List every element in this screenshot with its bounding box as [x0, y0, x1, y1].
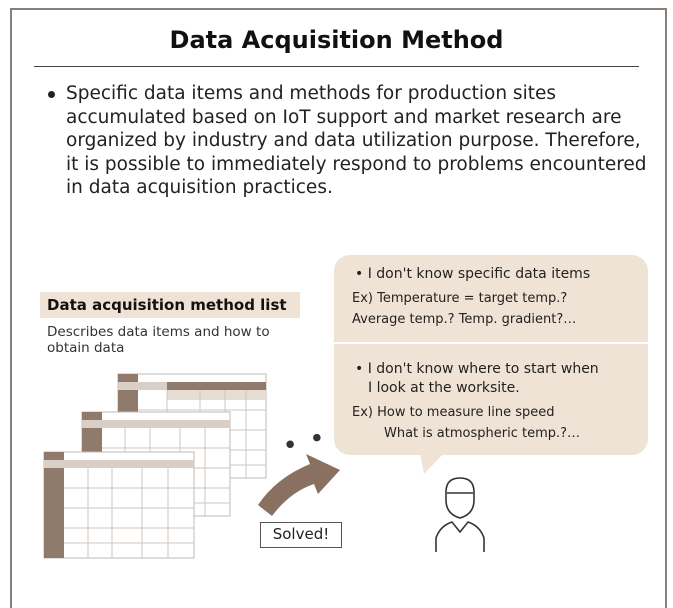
bubble-item-1-example-1: Ex) Temperature = target temp.? — [352, 291, 568, 306]
bubble-item-2-cont: I look at the worksite. — [368, 380, 520, 396]
page-title: Data Acquisition Method — [169, 26, 504, 54]
bubble-item-1-example-2: Average temp.? Temp. gradient?… — [352, 312, 577, 327]
method-sheets-illustration — [43, 373, 485, 559]
bubble-divider — [334, 342, 648, 344]
method-list-description: Describes data items and how to obtain d… — [47, 324, 270, 356]
bubble-tail — [420, 452, 445, 474]
bubble-item-1: • I don't know specific data items — [355, 266, 591, 282]
person-icon — [435, 477, 485, 552]
solved-label: Solved! — [260, 522, 342, 548]
content-frame — [10, 8, 667, 608]
intro-text: Specific data items and methods for prod… — [66, 83, 647, 198]
sheet-front — [43, 451, 195, 559]
title-divider — [34, 66, 639, 67]
bullet-icon — [48, 91, 55, 98]
bubble-item-2-example-1: Ex) How to measure line speed — [352, 405, 555, 420]
solved-arrow-icon — [258, 454, 340, 516]
bubble-item-2-example-2: What is atmospheric temp.?… — [384, 426, 581, 441]
problem-speech-bubble — [334, 255, 648, 455]
method-list-label: Data acquisition method list — [40, 292, 300, 318]
bubble-item-2: • I don't know where to start when — [355, 361, 599, 377]
